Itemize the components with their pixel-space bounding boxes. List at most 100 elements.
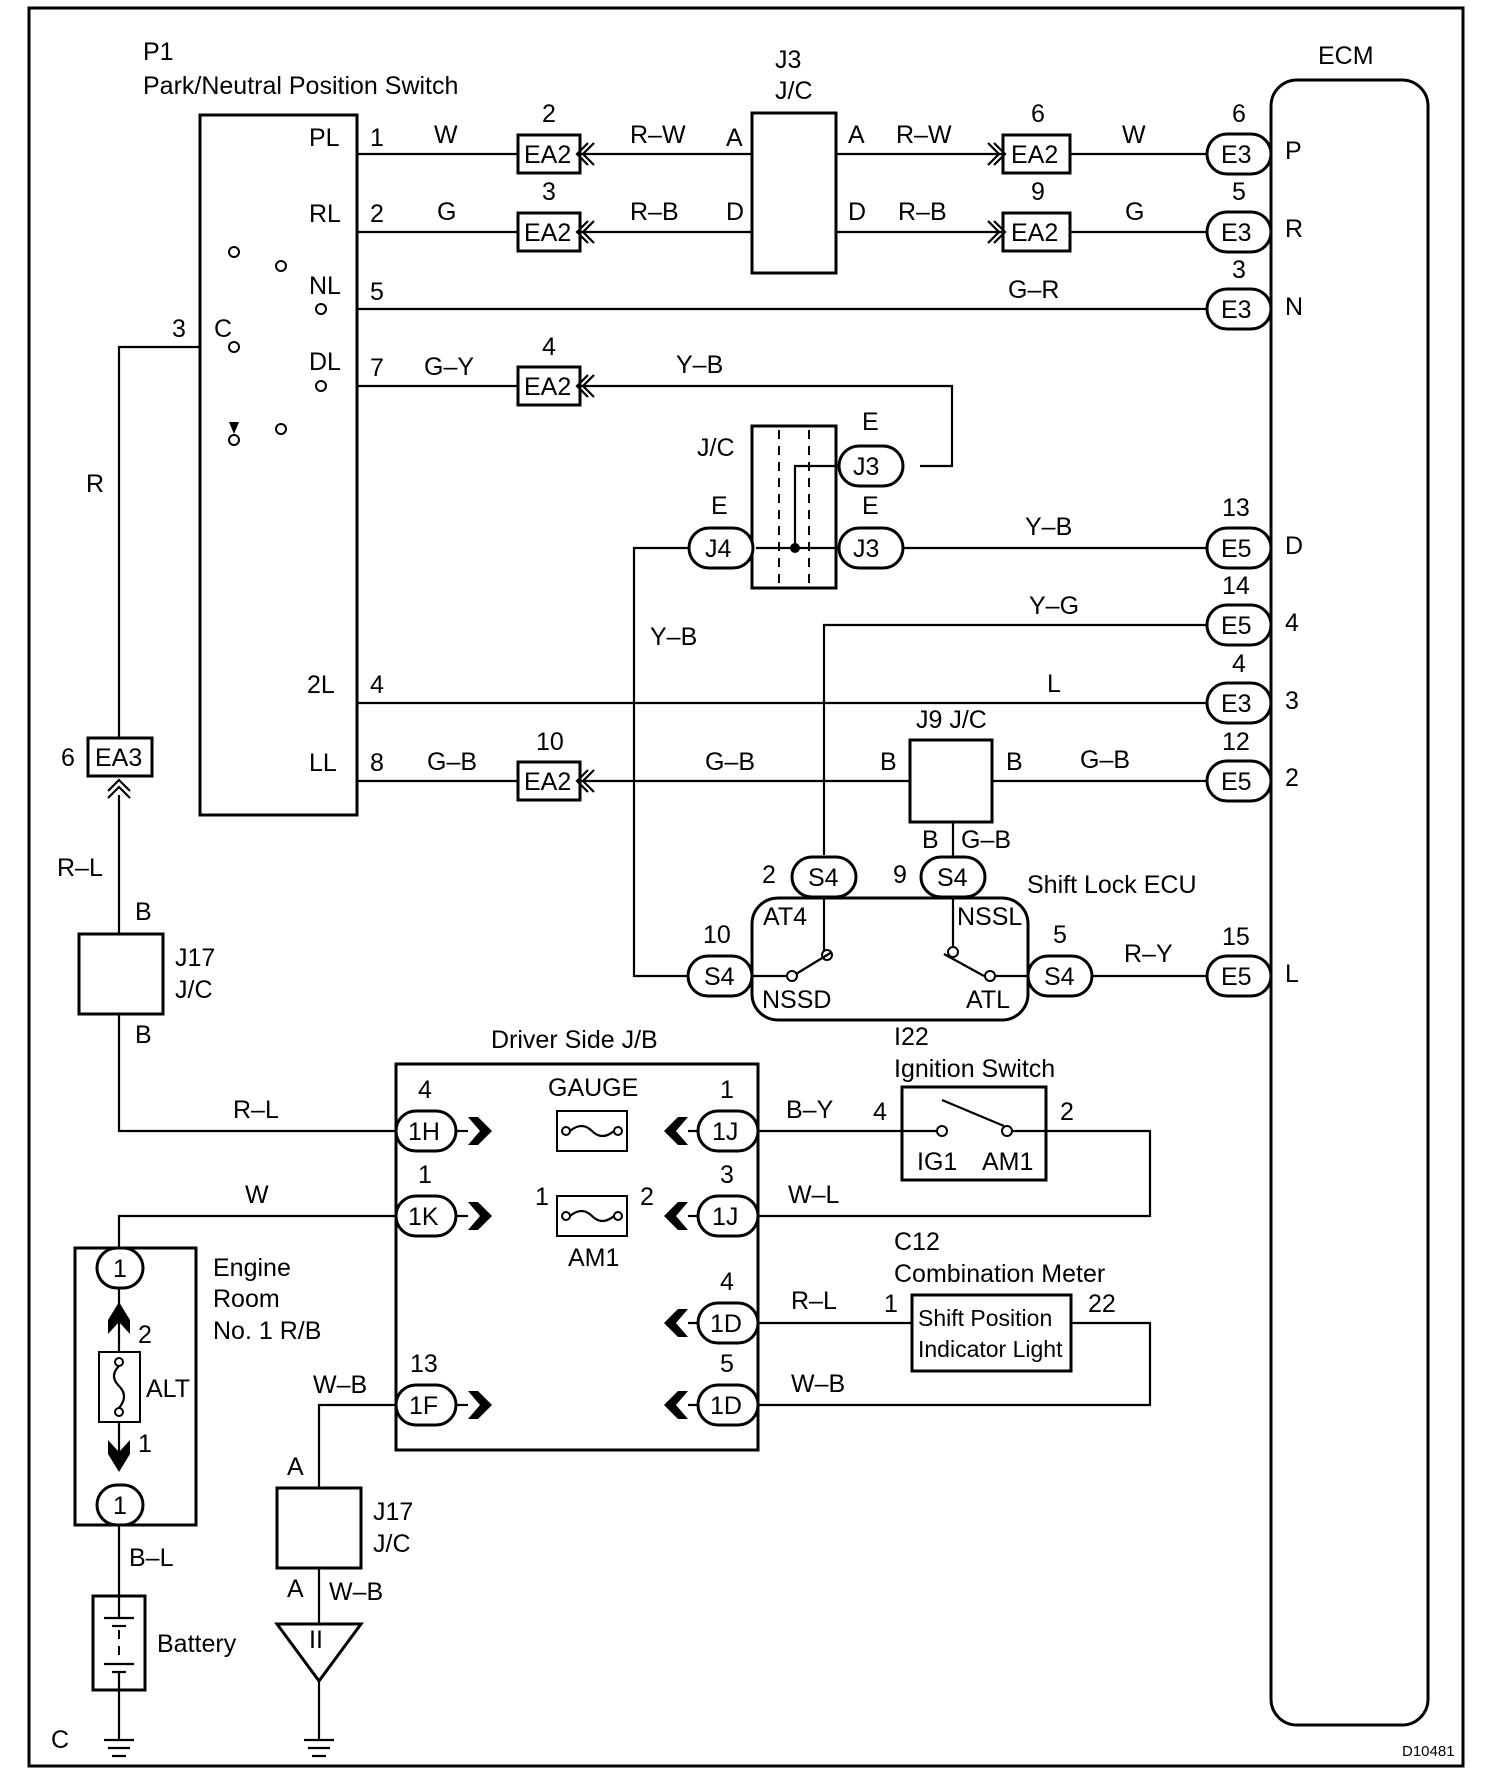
am1-pin-2: 2	[640, 1183, 654, 1211]
s4-nssl-code: S4	[937, 864, 968, 892]
pin-number-c: 3	[172, 315, 186, 343]
s4-atl-pin: 5	[1053, 921, 1067, 949]
shift-lock-ecu-label: Shift Lock ECU	[1027, 871, 1197, 899]
e5-4-code: E5	[1221, 612, 1252, 640]
ignition-pin-4: 4	[873, 1098, 887, 1126]
pnp-switch-name: Park/Neutral Position Switch	[143, 72, 458, 100]
ignition-pin-2: 2	[1060, 1098, 1074, 1126]
ground-icon-jb	[304, 1738, 334, 1758]
ignition-switch-name: Ignition Switch	[894, 1055, 1055, 1083]
diagram-frame	[27, 6, 1465, 1768]
wire-label: G–B	[705, 748, 755, 776]
wire-label: Y–B	[1025, 513, 1072, 541]
ea2-dl-pin: 4	[542, 333, 556, 361]
wire-label: W–B	[329, 1578, 383, 1606]
wire-label: G–Y	[424, 353, 474, 381]
wire-label: Y–B	[676, 351, 723, 379]
ground-icon-battery	[104, 1738, 134, 1758]
j9-pin-b-right: B	[1006, 748, 1023, 776]
ignition-ig1-label: IG1	[917, 1148, 957, 1176]
ignition-am1-label: AM1	[982, 1148, 1033, 1176]
wire-label: W	[245, 1181, 269, 1209]
am1-fuse	[556, 1195, 628, 1237]
e5-d-terminal: D	[1285, 532, 1303, 560]
engine-room-rb-line1: Engine	[213, 1254, 291, 1282]
c1d-top-pin: 4	[720, 1268, 734, 1296]
wire-label: B–Y	[786, 1096, 834, 1124]
s4-nssl-pin: 9	[893, 861, 907, 889]
ground-point-label: II	[309, 1626, 323, 1654]
j3-pin-a-left: A	[726, 124, 743, 152]
oval-connectors	[95, 132, 1273, 1527]
wire-label: R	[86, 470, 104, 498]
am1-fuse-label: AM1	[568, 1244, 619, 1272]
j17-lower-pin-top: A	[287, 1453, 304, 1481]
ea3-pin: 6	[61, 744, 75, 772]
e5-d-pin: 13	[1222, 494, 1250, 522]
pin-number-pl: 1	[370, 124, 384, 152]
pin-number-rl: 2	[370, 200, 384, 228]
wire-label: R–B	[630, 198, 679, 226]
c1f-code: 1F	[409, 1392, 438, 1420]
jc-mid-label: J/C	[697, 434, 735, 462]
e5-l-terminal: L	[1285, 960, 1299, 988]
wire-label: G	[1125, 198, 1144, 226]
am1-pin-1: 1	[535, 1183, 549, 1211]
j17-lower-pin-bottom: A	[287, 1575, 304, 1603]
j3-jc-code: J3	[775, 46, 801, 74]
j9-jc-box	[908, 738, 994, 824]
c1j-mid-pin: 3	[720, 1161, 734, 1189]
j17-lower-code: J17	[373, 1498, 413, 1526]
e5-2-pin: 12	[1222, 728, 1250, 756]
s4-at4-pin: 2	[762, 861, 776, 889]
j4-pin: E	[711, 492, 728, 520]
e3-n-terminal: N	[1285, 293, 1303, 321]
j3-pin-a-right: A	[848, 121, 865, 149]
battery-label: Battery	[157, 1630, 237, 1658]
corner-c-label: C	[51, 1726, 69, 1754]
e5-l-code: E5	[1221, 963, 1252, 991]
wire-label: R–Y	[1124, 940, 1173, 968]
wire-label: W–B	[313, 1371, 367, 1399]
s4-nssd-code: S4	[704, 963, 735, 991]
engine-room-rb	[73, 1246, 198, 1527]
e3-p-pin: 6	[1232, 100, 1246, 128]
ignition-switch	[900, 1085, 1048, 1182]
ecm-label: ECM	[1318, 42, 1374, 70]
jc-mid	[750, 424, 841, 590]
battery	[91, 1594, 147, 1692]
j4-code: J4	[705, 535, 732, 563]
j17-lower-box	[275, 1486, 363, 1570]
ea2-r-code: EA2	[1011, 219, 1058, 247]
c1j-top-pin: 1	[720, 1076, 734, 1104]
ea3-code: EA3	[95, 744, 142, 772]
wire-label: B–L	[129, 1544, 174, 1572]
pnp-switch-code: P1	[143, 38, 174, 66]
e5-4-pin: 14	[1222, 572, 1250, 600]
pin-number-dl: 7	[370, 354, 384, 382]
e5-d-code: E5	[1221, 535, 1252, 563]
gauge-fuse-label: GAUGE	[548, 1074, 638, 1102]
combination-meter-name: Combination Meter	[894, 1260, 1105, 1288]
diagram-id: D10481	[1402, 1743, 1455, 1760]
rb-top-code: 1	[113, 1255, 127, 1283]
ecm-box	[1269, 78, 1430, 1727]
pin-label-nl: NL	[309, 272, 341, 300]
pin-label-dl: DL	[309, 348, 341, 376]
c1j-top-code: 1J	[712, 1118, 738, 1146]
e5-4-terminal: 4	[1285, 609, 1299, 637]
driver-jb-label: Driver Side J/B	[491, 1026, 658, 1054]
ignition-switch-code: I22	[894, 1023, 929, 1051]
e3-3-terminal: 3	[1285, 687, 1299, 715]
e5-2-terminal: 2	[1285, 764, 1299, 792]
ground-point-triangle	[274, 1622, 364, 1684]
wire-label: G–B	[427, 748, 477, 776]
pin-number-ll: 8	[370, 749, 384, 777]
wire-label: W–B	[791, 1370, 845, 1398]
j17-upper-code: J17	[175, 944, 215, 972]
ea2-rl-pin: 3	[542, 178, 556, 206]
pin-label-pl: PL	[309, 124, 340, 152]
s4-nssl-terminal: NSSL	[957, 903, 1022, 931]
alt-pin-2: 2	[138, 1321, 152, 1349]
